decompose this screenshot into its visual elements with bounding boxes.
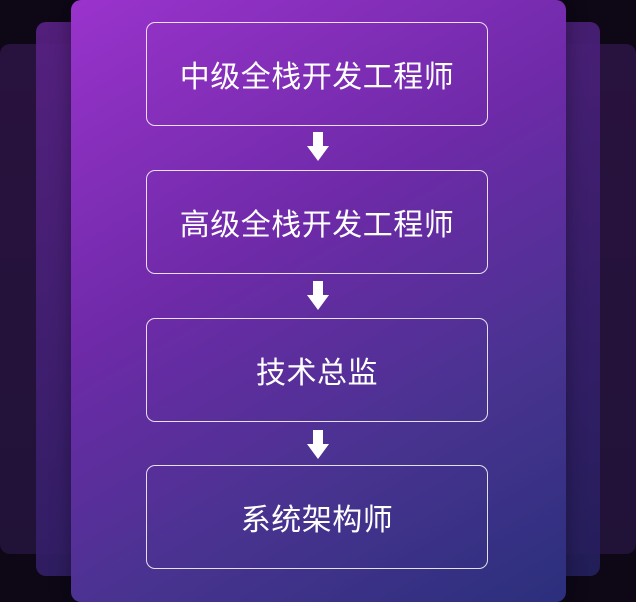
step-label: 技术总监 — [256, 356, 378, 391]
step-box-system-architect: 系统架构师 — [146, 465, 488, 569]
arrow-down-icon — [307, 281, 329, 310]
step-box-senior-engineer: 高级全栈开发工程师 — [146, 170, 488, 274]
step-box-mid-level-engineer: 中级全栈开发工程师 — [146, 22, 488, 126]
step-label: 系统架构师 — [240, 503, 394, 538]
step-label: 高级全栈开发工程师 — [179, 208, 455, 243]
arrow-down-icon — [307, 430, 329, 459]
arrow-down-icon — [307, 132, 329, 161]
step-box-technical-director: 技术总监 — [146, 318, 488, 422]
step-label: 中级全栈开发工程师 — [179, 60, 455, 95]
